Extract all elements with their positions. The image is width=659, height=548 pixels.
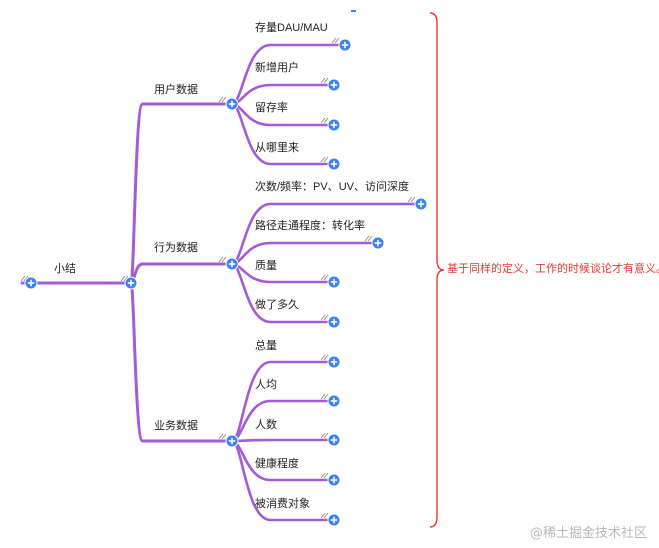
collapse-marker-root-left — [20, 275, 29, 282]
leaf-label-conversion: 路径走通程度：转化率 — [255, 220, 365, 232]
group-branch-business-data — [129, 281, 234, 443]
expand-behavior-data-icon[interactable] — [225, 257, 239, 271]
expand-user-count-icon[interactable] — [327, 433, 341, 447]
leaf-label-health: 健康程度 — [255, 458, 299, 470]
leaf-branch-frequency — [230, 202, 423, 266]
leaf-label-frequency: 次数/频率：PV、UV、访问深度 — [255, 181, 410, 193]
collapse-marker-total — [320, 354, 329, 361]
collapse-marker-dau-mau — [331, 37, 340, 44]
collapse-marker-new-users — [320, 77, 329, 84]
leaf-branch-quality — [230, 262, 336, 284]
group-label-user-data: 用户数据 — [154, 84, 198, 96]
expand-root-icon[interactable] — [124, 276, 138, 290]
leaf-label-dau-mau: 存量DAU/MAU — [255, 22, 328, 34]
collapse-marker-root — [120, 275, 129, 282]
collapse-marker-conversion — [364, 235, 373, 242]
collapse-marker-frequency — [407, 196, 416, 203]
collapse-marker-source — [320, 156, 329, 163]
expand-quality-icon[interactable] — [327, 275, 341, 289]
leaf-branch-user-count — [230, 438, 336, 443]
leaf-label-retention: 留存率 — [255, 102, 288, 114]
expand-user-data-icon[interactable] — [225, 97, 239, 111]
top-marker — [351, 10, 356, 12]
expand-per-capita-icon[interactable] — [327, 394, 341, 408]
expand-source-icon[interactable] — [327, 157, 341, 171]
watermark: @稀土掘金技术社区 — [530, 526, 648, 541]
expand-business-data-icon[interactable] — [225, 434, 239, 448]
leaf-label-consumed-object: 被消费对象 — [255, 498, 310, 510]
expand-consumed-object-icon[interactable] — [327, 513, 341, 527]
leaf-branch-per-capita — [230, 399, 336, 443]
expand-total-icon[interactable] — [327, 355, 341, 369]
leaf-label-quality: 质量 — [255, 260, 277, 272]
root-label: 小结 — [54, 263, 76, 275]
leaf-label-new-users: 新增用户 — [255, 62, 299, 74]
collapse-marker-duration — [320, 314, 329, 321]
leaf-label-total: 总量 — [255, 340, 277, 352]
collapse-marker-quality — [320, 274, 329, 281]
group-label-behavior-data: 行为数据 — [154, 242, 198, 254]
leaf-label-per-capita: 人均 — [255, 379, 277, 391]
leaf-label-duration: 做了多久 — [255, 299, 299, 311]
group-branch-behavior-data — [129, 262, 234, 285]
expand-retention-icon[interactable] — [327, 118, 341, 132]
collapse-marker-user-count — [320, 432, 329, 439]
expand-new-users-icon[interactable] — [327, 78, 341, 92]
collapse-marker-behavior-data — [218, 256, 227, 263]
collapse-marker-business-data — [218, 433, 227, 440]
leaf-label-source: 从哪里来 — [255, 142, 299, 154]
collapse-marker-health — [320, 472, 329, 479]
collapse-marker-consumed-object — [320, 512, 329, 519]
expand-dau-mau-icon[interactable] — [338, 38, 352, 52]
expand-health-icon[interactable] — [327, 473, 341, 487]
expand-duration-icon[interactable] — [327, 315, 341, 329]
group-branch-user-data — [129, 102, 234, 285]
leaf-branch-conversion — [230, 241, 380, 266]
collapse-marker-user-data — [218, 96, 227, 103]
collapse-marker-retention — [320, 117, 329, 124]
leaf-label-user-count: 人数 — [255, 419, 277, 431]
summary-note: 基于同样的定义，工作的时候谈论才有意义。 — [447, 263, 659, 275]
group-label-business-data: 业务数据 — [154, 420, 198, 432]
expand-conversion-icon[interactable] — [371, 236, 385, 250]
summary-brace — [429, 12, 445, 528]
collapse-marker-per-capita — [320, 393, 329, 400]
expand-frequency-icon[interactable] — [414, 197, 428, 211]
expand-root-left-icon[interactable] — [24, 276, 38, 290]
